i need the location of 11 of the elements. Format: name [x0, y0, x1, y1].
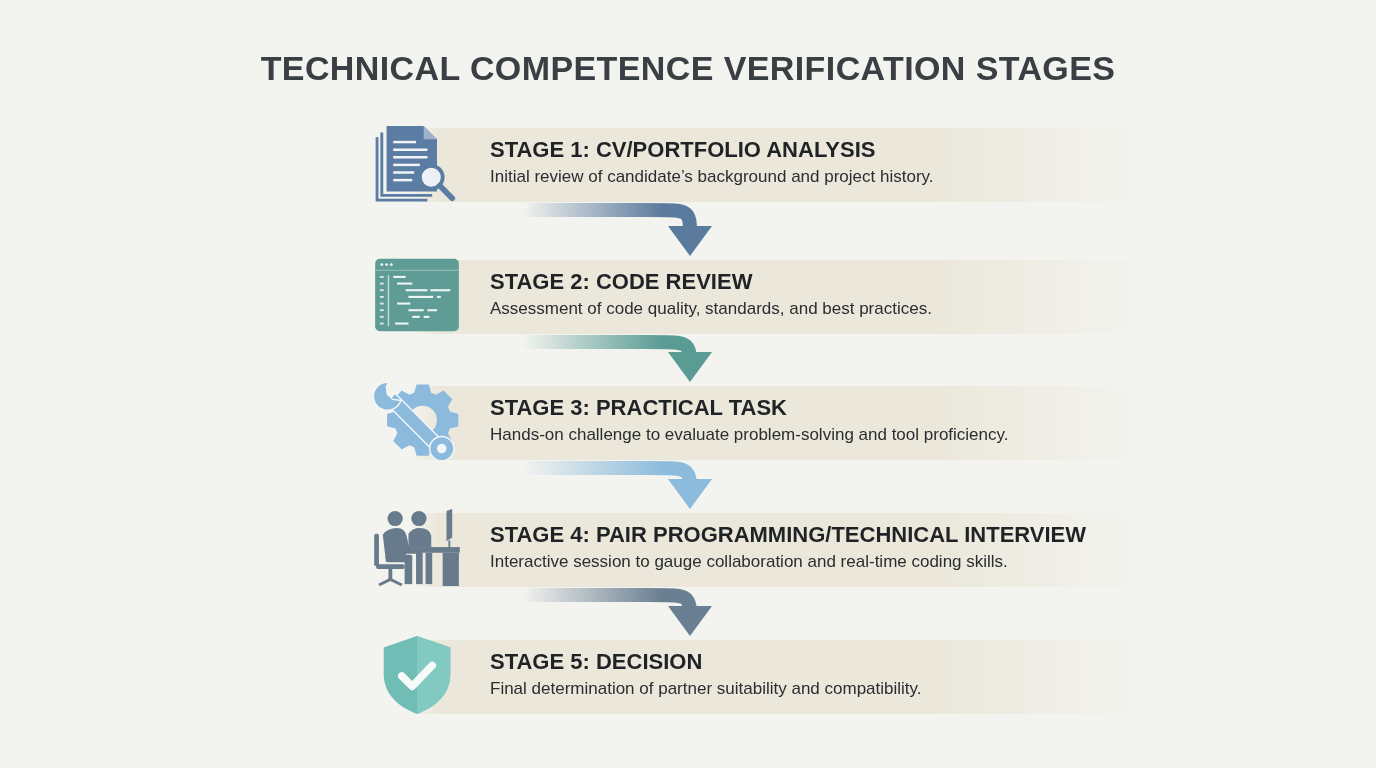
stage-description: Interactive session to gauge collaboration and real-time coding skills. [490, 551, 1008, 573]
stage-heading: STAGE 4: PAIR PROGRAMMING/TECHNICAL INTERVIEW [490, 522, 1087, 548]
stage-description: Assessment of code quality, standards, and best practices. [490, 298, 932, 320]
stage-heading: STAGE 1: CV/PORTFOLIO ANALYSIS [490, 137, 876, 163]
diagram-title: TECHNICAL COMPETENCE VERIFICATION STAGES [260, 48, 1116, 89]
stage-heading: STAGE 2: CODE REVIEW [490, 269, 753, 295]
stage-description: Final determination of partner suitability and compatibility. [490, 678, 922, 700]
stage-description: Hands-on challenge to evaluate problem-solving and tool proficiency. [490, 424, 1009, 446]
stage-heading: STAGE 3: PRACTICAL TASK [490, 395, 787, 421]
stage-heading: STAGE 5: DECISION [490, 649, 703, 675]
stage-description: Initial review of candidate’s background and project history. [490, 166, 934, 188]
